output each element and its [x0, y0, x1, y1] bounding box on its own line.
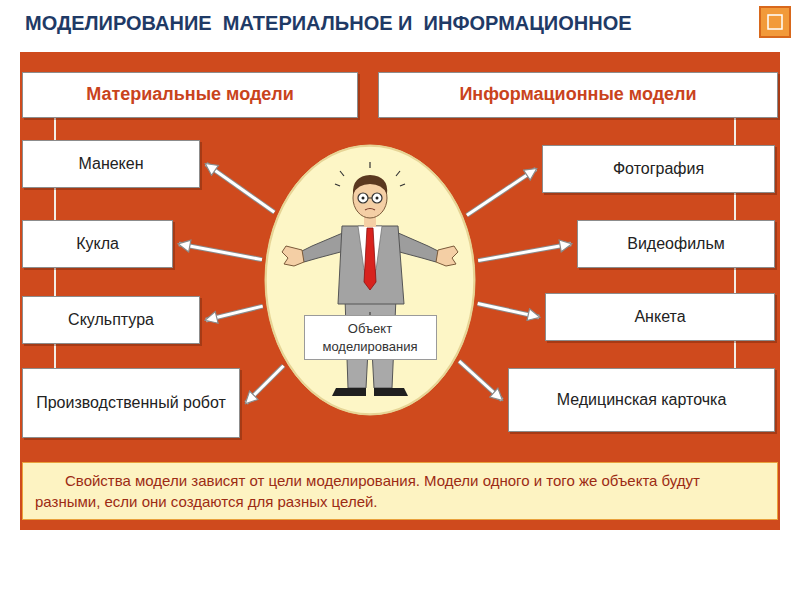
tree-line [735, 118, 736, 145]
model-arrow [206, 164, 274, 212]
model-box: Манекен [22, 140, 200, 188]
box-label: Производственный робот [36, 393, 226, 414]
model-arrow [459, 361, 502, 400]
model-arrow [467, 169, 536, 215]
tree-line [735, 341, 736, 368]
tree-line [55, 344, 56, 368]
box-label: Скульптура [68, 310, 154, 331]
panel [20, 52, 780, 530]
model-box: Производственный робот [22, 368, 240, 438]
tree-line [55, 188, 56, 220]
model-box: Кукла [22, 220, 173, 268]
group-header: Информационные модели [378, 72, 778, 118]
model-box: Медицинская карточка [508, 368, 775, 432]
tree-line [735, 268, 736, 293]
man-figure [282, 162, 458, 396]
model-arrow [206, 306, 263, 320]
corner-icon [760, 7, 790, 37]
model-arrow [478, 244, 571, 261]
model-arrow [179, 244, 262, 260]
caption-note: Свойства модели зависят от цели моделиро… [22, 462, 778, 520]
model-arrow [478, 304, 539, 317]
object-label: Объект моделирования [304, 315, 437, 360]
box-label: Манекен [78, 154, 143, 175]
model-box: Фотография [542, 145, 775, 193]
object-oval: Объект моделирования [265, 145, 475, 415]
group-header: Материальные модели [22, 72, 358, 118]
box-label: Информационные модели [459, 83, 696, 106]
box-label: Видеофильм [627, 234, 725, 255]
tree-line [55, 268, 56, 296]
model-box: Скульптура [22, 296, 200, 344]
tree-line [55, 118, 56, 140]
model-arrow [246, 366, 284, 403]
model-box: Анкета [545, 293, 775, 341]
slide-title: МОДЕЛИРОВАНИЕ МАТЕРИАЛЬНОЕ И ИНФОРМАЦИОН… [25, 12, 632, 35]
box-label: Медицинская карточка [557, 390, 727, 411]
object-oval [265, 145, 475, 415]
box-label: Фотография [613, 159, 704, 180]
tree-line [735, 193, 736, 220]
model-box: Видеофильм [577, 220, 775, 268]
box-label: Кукла [76, 234, 119, 255]
box-label: Материальные модели [86, 83, 294, 106]
box-label: Анкета [634, 307, 685, 328]
oval-outline [265, 145, 475, 415]
